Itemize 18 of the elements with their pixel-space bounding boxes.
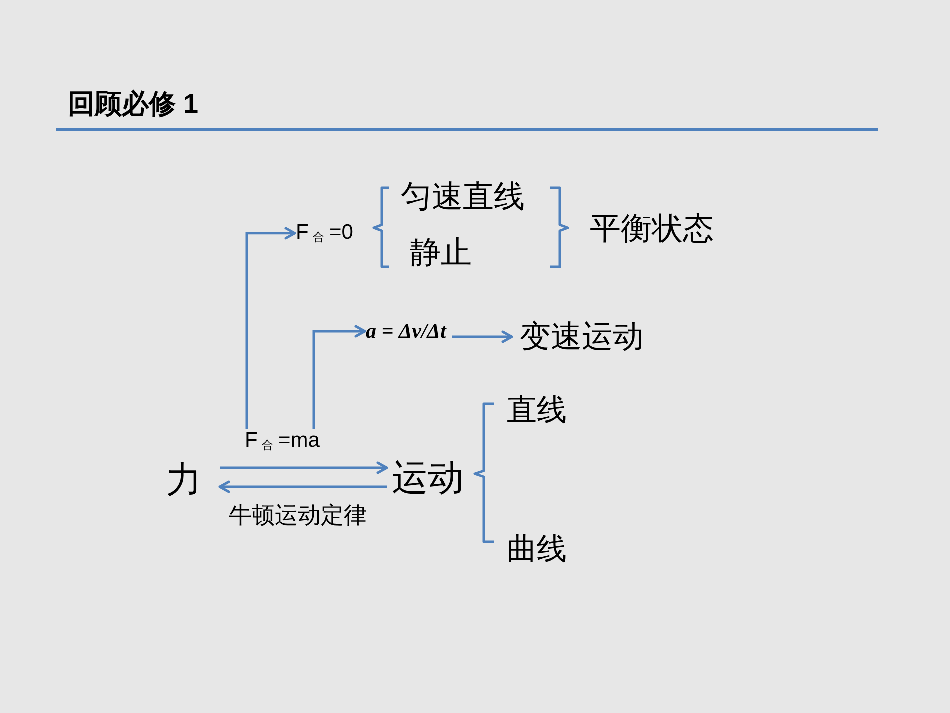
concept-label: 曲线 [507,535,567,565]
formula: F$_{合}$=0 [296,222,354,245]
formula: F$_{合}$=ma [245,430,320,453]
edge-label: 牛顿运动定律 [229,504,367,527]
arrow [452,330,514,344]
concept-label: 直线 [507,396,567,426]
concept-label: 运动 [392,460,464,496]
concept-label: 匀速直线 [401,181,525,212]
concept-label: 变速运动 [520,321,644,352]
formula: a = Δv/Δt [366,321,446,342]
arrow [218,480,387,494]
arrow [220,462,388,474]
slide-title: 回顾必修 1 [68,91,199,118]
arrow [246,227,296,429]
concept-label: 静止 [410,237,472,268]
arrow [312,325,366,429]
concept-label: 平衡状态 [590,213,714,244]
concept-label: 力 [166,462,202,498]
